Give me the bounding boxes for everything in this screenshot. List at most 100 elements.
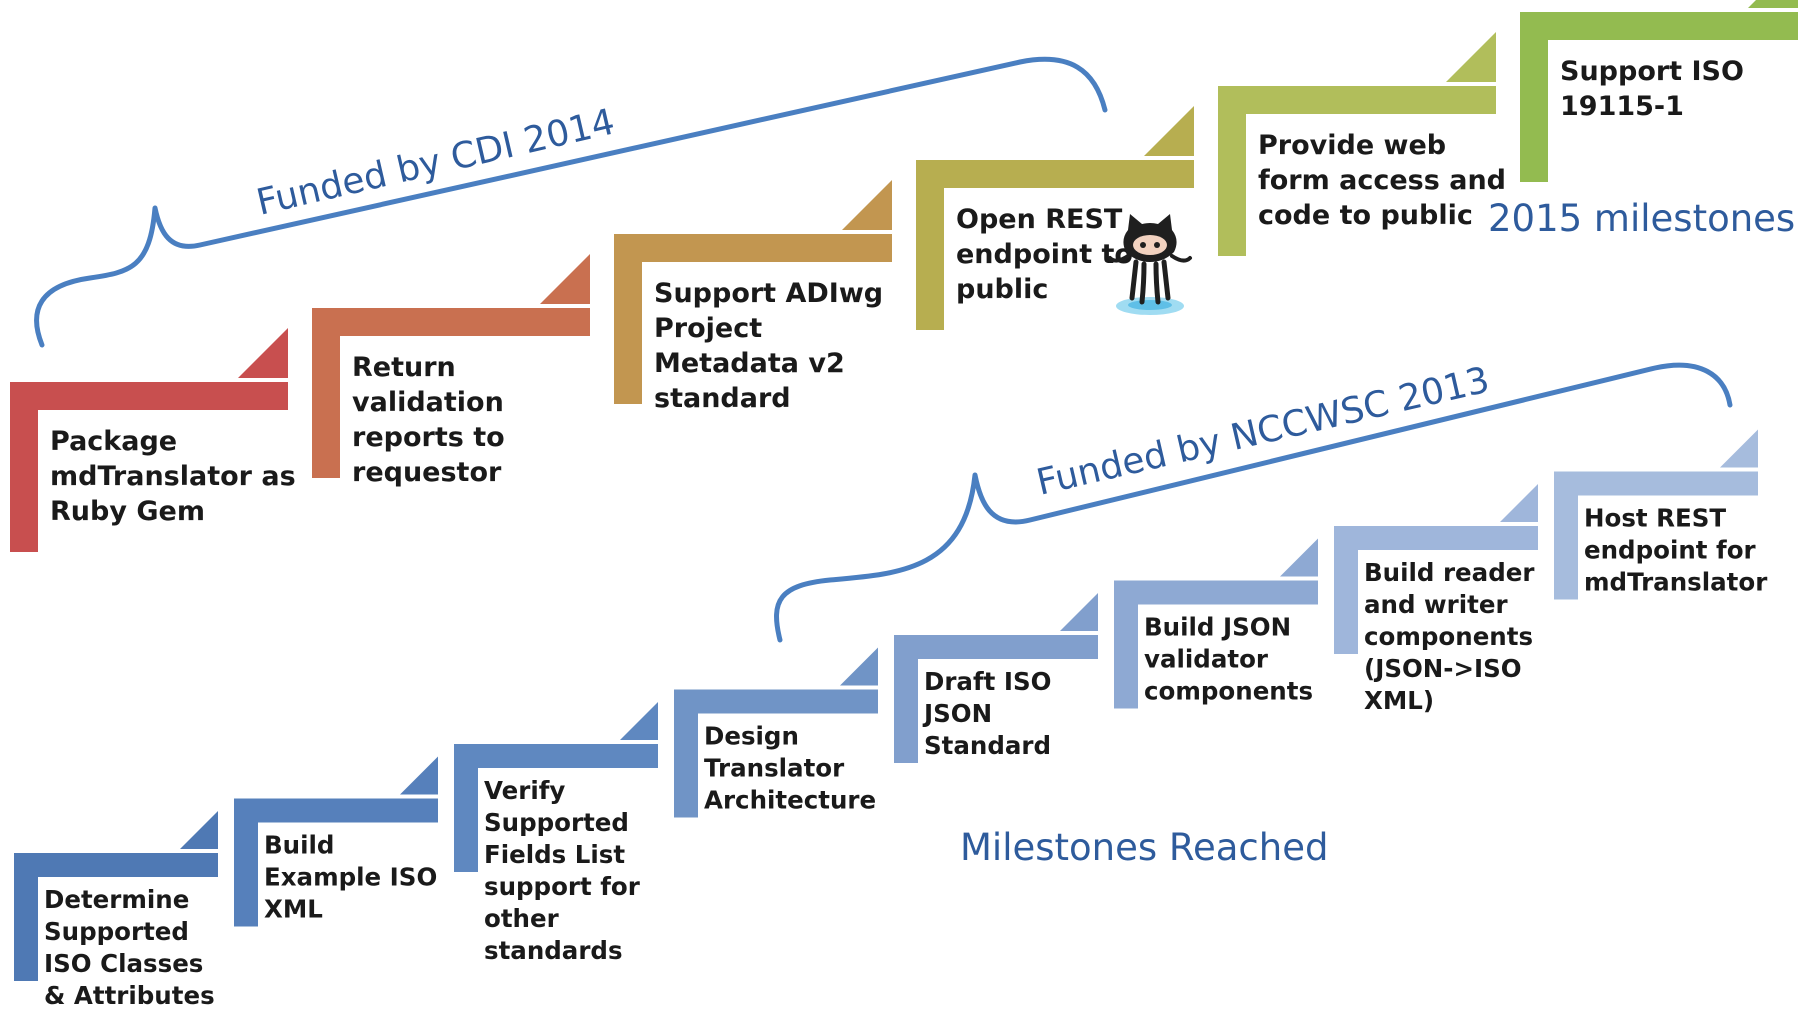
- step-label-line: components: [1144, 677, 1313, 706]
- step-label-line: and writer: [1364, 590, 1508, 619]
- step-label-line: code to public: [1258, 200, 1473, 231]
- step-bar: [894, 635, 1098, 659]
- step-build-json: Build JSON validator components: [1114, 538, 1318, 709]
- step-label-line: Build reader: [1364, 558, 1535, 587]
- step-arrow-cap: [1500, 484, 1538, 522]
- step-label-line: mdTranslator as: [50, 461, 296, 492]
- step-label-line: XML: [264, 895, 323, 924]
- step-label-line: Project: [654, 313, 762, 344]
- cdi-2014-bracket: [34, 56, 1108, 348]
- step-label-line: Build: [264, 831, 334, 860]
- step-label-line: validator: [1144, 645, 1269, 674]
- step-label-line: Verify: [484, 776, 565, 805]
- step-post: [614, 234, 642, 404]
- step-label-line: Design: [704, 722, 799, 751]
- step-arrow-cap: [1748, 0, 1798, 8]
- step-label-line: Metadata v2: [654, 348, 845, 379]
- step-post: [234, 798, 258, 927]
- step-label-line: Package: [50, 426, 177, 457]
- step-bar: [312, 308, 590, 336]
- step-label-line: JSON: [922, 699, 992, 728]
- step-label-line: Example ISO: [264, 863, 437, 892]
- step-label-line: requestor: [352, 457, 502, 488]
- step-bar: [1554, 471, 1758, 496]
- step-label-line: Architecture: [704, 786, 876, 815]
- step-label-line: (JSON->ISO: [1364, 654, 1522, 683]
- nccwsc-2013-bracket: [774, 362, 1733, 643]
- step-label-line: Host REST: [1584, 504, 1726, 533]
- step-label-line: Translator: [704, 754, 845, 783]
- step-arrow-cap: [1446, 32, 1496, 82]
- step-bar: [234, 798, 438, 823]
- step-arrow-cap: [842, 180, 892, 230]
- step-label-line: endpoint for: [1584, 536, 1757, 565]
- step-arrow-cap: [400, 756, 438, 795]
- github-octocat-icon: [1108, 214, 1192, 315]
- step-label-line: Support ADIwg: [654, 278, 883, 309]
- step-bar: [674, 689, 878, 714]
- step-label-line: 19115-1: [1560, 91, 1684, 122]
- funded-nccwsc-2013-label: Funded by NCCWSC 2013: [1033, 360, 1493, 504]
- step-draft-iso: Draft ISO JSON Standard: [894, 593, 1098, 763]
- step-arrow-cap: [238, 328, 288, 378]
- step-bar: [10, 382, 288, 410]
- step-post: [10, 382, 38, 552]
- step-post: [312, 308, 340, 478]
- step-label-line: Build JSON: [1144, 613, 1291, 642]
- step-label-line: standard: [654, 383, 791, 414]
- step-label-line: mdTranslator: [1584, 568, 1768, 597]
- step-label-line: form access and: [1258, 165, 1506, 196]
- step-post: [1520, 12, 1548, 182]
- step-post: [454, 744, 478, 872]
- step-label-line: ISO Classes: [44, 949, 203, 978]
- step-label-line: & Attributes: [44, 981, 215, 1009]
- step-post: [894, 635, 918, 763]
- step-label-line: Ruby Gem: [50, 496, 205, 527]
- step-label-line: other: [484, 904, 560, 933]
- step-label-line: Standard: [924, 731, 1051, 760]
- step-arrow-cap: [1144, 106, 1194, 156]
- step-label-line: public: [956, 274, 1048, 305]
- step-label-line: Support ISO: [1560, 56, 1744, 87]
- step-arrow-cap: [180, 811, 218, 849]
- step-post: [1114, 580, 1138, 709]
- step-label-line: Provide web: [1258, 130, 1446, 161]
- step-arrow-cap: [1060, 593, 1098, 631]
- step-bar: [1218, 86, 1496, 114]
- step-arrow-cap: [540, 254, 590, 304]
- step-bar: [14, 853, 218, 877]
- step-bar: [454, 744, 658, 768]
- step-label-line: endpoint to: [956, 239, 1133, 270]
- step-label-line: Determine: [44, 885, 189, 914]
- step-label-line: Return: [352, 352, 456, 383]
- step-arrow-cap: [840, 647, 878, 686]
- step-bar: [916, 160, 1194, 188]
- step-label-line: Open REST: [956, 204, 1123, 235]
- step-provide-web: Provide web form access and code to public: [1218, 32, 1506, 256]
- step-arrow-cap: [1280, 538, 1318, 577]
- step-post: [674, 689, 698, 818]
- step-post: [14, 853, 38, 981]
- step-post: [1218, 86, 1246, 256]
- step-label-line: Draft ISO: [924, 667, 1051, 696]
- step-label-line: standards: [484, 936, 623, 965]
- step-arrow-cap: [620, 702, 658, 740]
- step-label-line: validation: [352, 387, 504, 418]
- step-bar: [1114, 580, 1318, 605]
- milestones-reached-label: Milestones Reached: [960, 826, 1328, 869]
- step-label-line: support for: [484, 872, 641, 901]
- step-label-line: reports to: [352, 422, 505, 453]
- step-host-rest: Host REST endpoint for mdTranslator: [1554, 429, 1768, 600]
- step-label-line: XML): [1364, 686, 1434, 715]
- top-staircase: Package mdTranslator as Ruby Gem Return vali…: [10, 0, 1798, 552]
- step-bar: [1334, 526, 1538, 550]
- step-package: Package mdTranslator as Ruby Gem: [10, 328, 296, 552]
